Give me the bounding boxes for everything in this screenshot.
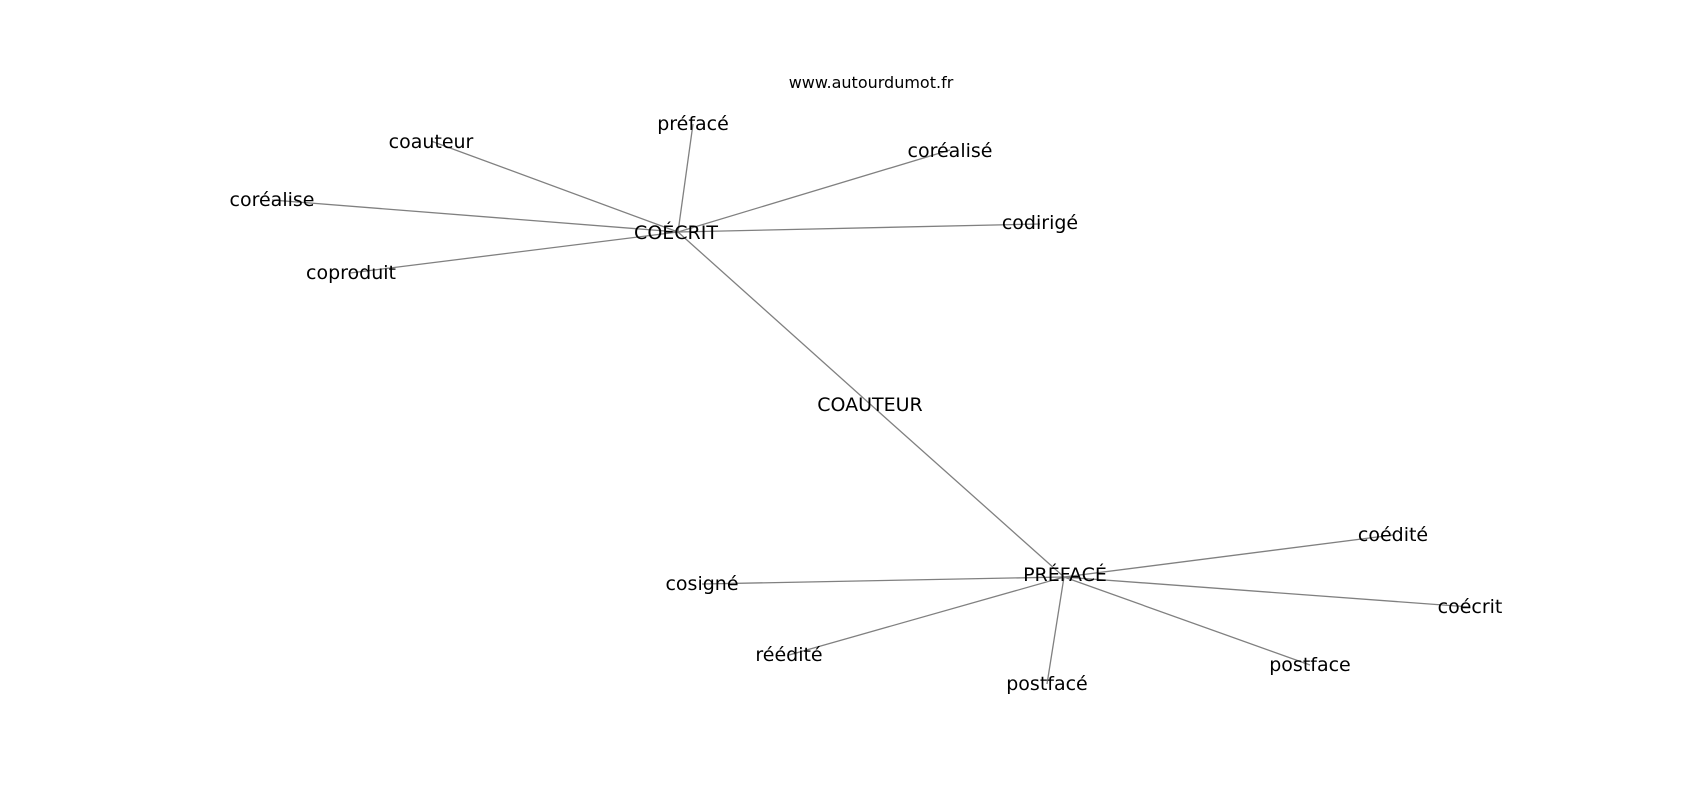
edge-coecrit-corealise-pp <box>677 149 951 233</box>
node-codirige[interactable]: codirigé <box>1002 212 1078 234</box>
node-center-coauteur[interactable]: COAUTEUR <box>817 394 923 416</box>
edge-coecrit-corealise <box>271 199 679 233</box>
node-corealise-pp[interactable]: coréalisé <box>908 140 993 162</box>
edge-preface-postface-pp <box>1046 576 1065 685</box>
node-coecrit-lc[interactable]: coécrit <box>1438 596 1503 618</box>
node-hub-coecrit[interactable]: COÉCRIT <box>634 221 718 244</box>
edge-preface-reedite <box>788 576 1065 656</box>
node-coauteur[interactable]: coauteur <box>389 131 474 153</box>
edge-preface-coedite <box>1063 534 1394 578</box>
node-coedite[interactable]: coédité <box>1358 524 1428 546</box>
edge-center-coecrit <box>677 231 871 405</box>
node-coproduit[interactable]: coproduit <box>306 262 396 284</box>
watermark-text: www.autourdumot.fr <box>789 73 954 92</box>
node-corealise[interactable]: coréalise <box>230 189 315 211</box>
edge-center-preface <box>869 403 1065 578</box>
labels: www.autourdumot.fr COAUTEUR COÉCRIT PRÉF… <box>230 73 1503 695</box>
edge-coecrit-coproduit <box>349 231 679 274</box>
edge-coecrit-preface-lc <box>677 123 694 233</box>
edge-preface-coecrit-lc <box>1063 576 1471 608</box>
edge-coecrit-coauteur <box>430 140 679 233</box>
node-preface-lc[interactable]: préfacé <box>657 113 729 135</box>
edge-coecrit-codirige <box>677 223 1041 233</box>
edge-preface-cosigne <box>701 576 1065 585</box>
edges <box>271 123 1471 685</box>
node-cosigne[interactable]: cosigné <box>665 573 738 595</box>
edge-preface-postface <box>1063 576 1311 666</box>
node-reedite[interactable]: réédité <box>755 644 822 666</box>
node-postface[interactable]: postface <box>1269 654 1351 676</box>
node-postface-pp[interactable]: postfacé <box>1006 673 1088 695</box>
node-hub-preface[interactable]: PRÉFACÉ <box>1023 563 1107 586</box>
